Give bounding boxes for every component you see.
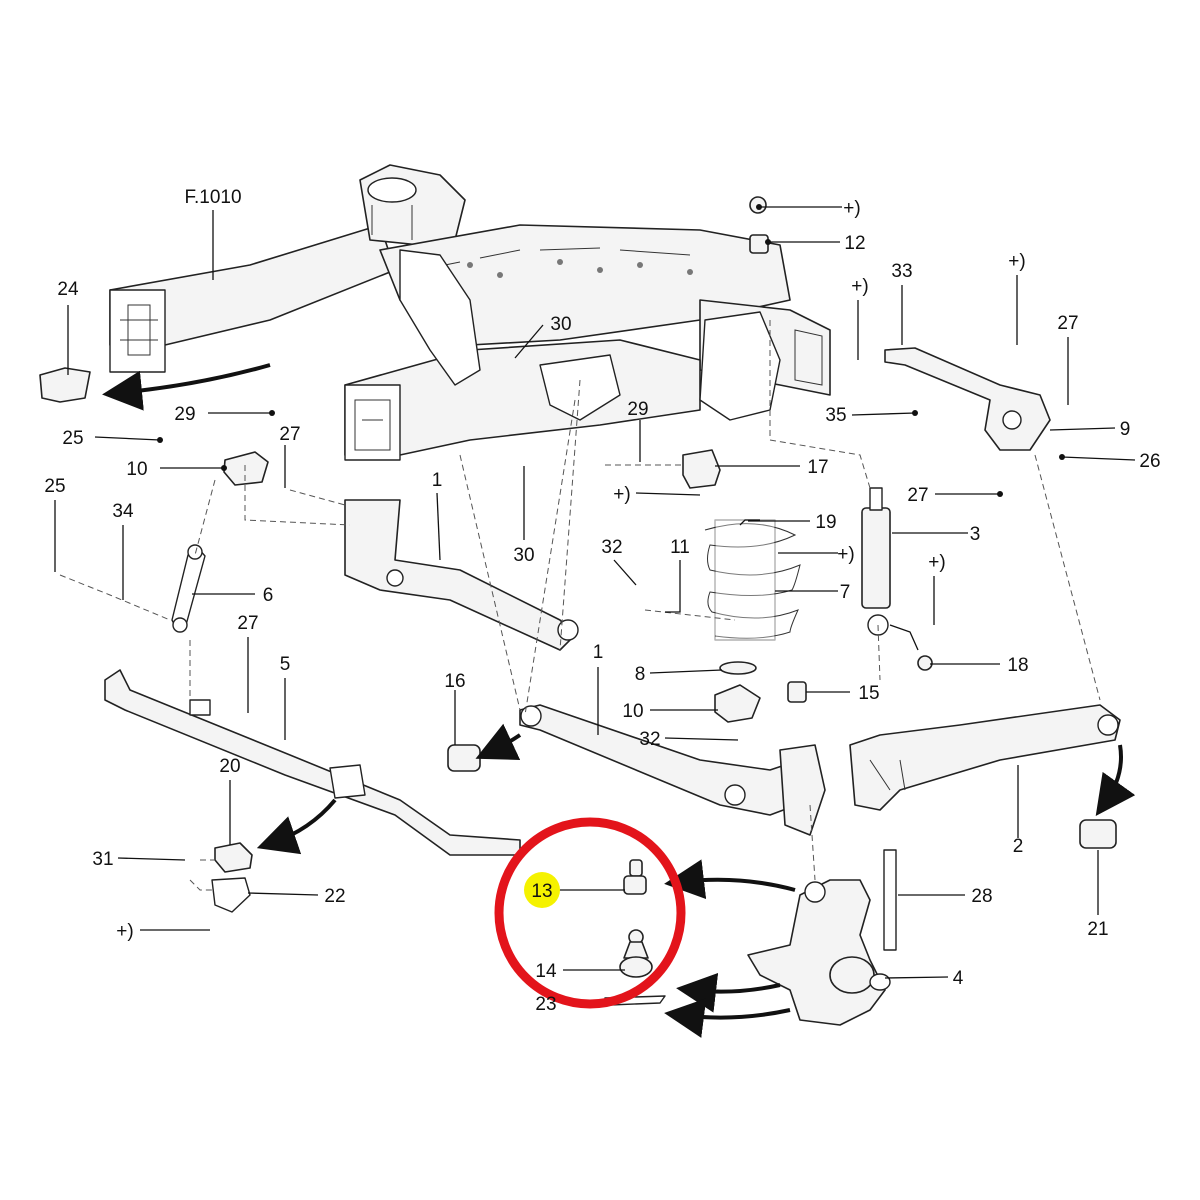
callout-plus-9: +) — [1008, 251, 1025, 272]
mount-bushing-12 — [749, 234, 769, 254]
stabilizer-clamp-20 — [214, 842, 253, 873]
callout-4: 4 — [953, 968, 964, 989]
callout-26: 26 — [1139, 451, 1160, 472]
callout-27-right: 27 — [1057, 313, 1078, 334]
clamp-22 — [211, 877, 251, 913]
callout-28: 28 — [971, 886, 992, 907]
callout-24: 24 — [57, 279, 79, 300]
bushing-16 — [447, 744, 481, 772]
callout-27-shock: 27 — [907, 485, 928, 506]
callout-8: 8 — [635, 664, 646, 685]
callout-10: 10 — [126, 459, 147, 480]
callout-32-lower: 32 — [639, 729, 660, 750]
callout-labels: F.1010 24 29 25 27 10 25 34 6 27 5 20 31… — [44, 187, 1160, 1015]
highlight-marker-13 — [524, 872, 560, 908]
callout-7: 7 — [840, 582, 851, 603]
callout-plus-top: +) — [843, 198, 860, 219]
callout-10-middle: 10 — [622, 701, 643, 722]
callout-22: 22 — [324, 886, 345, 907]
callout-34: 34 — [112, 501, 134, 522]
callout-12: 12 — [844, 233, 865, 254]
bracket-24 — [39, 367, 91, 403]
ball-joint-13 — [623, 859, 647, 895]
callout-23: 23 — [535, 994, 556, 1015]
trailing-arm — [849, 704, 1121, 811]
callout-14: 14 — [535, 961, 557, 982]
callout-33: 33 — [891, 261, 912, 282]
callout-18: 18 — [1007, 655, 1028, 676]
upper-control-arm — [344, 499, 579, 651]
callout-5: 5 — [280, 654, 291, 675]
bolt-28 — [883, 849, 897, 951]
lower-control-arm — [519, 704, 826, 836]
callout-15: 15 — [858, 683, 879, 704]
callout-20: 20 — [219, 756, 240, 777]
callout-6: 6 — [263, 585, 274, 606]
bump-stop-17 — [682, 449, 721, 489]
callout-11: 11 — [670, 537, 690, 558]
callout-32-upper: 32 — [601, 537, 622, 558]
callout-1-upper: 1 — [432, 470, 443, 491]
callout-25-lower: 25 — [44, 476, 65, 497]
callout-30-lower: 30 — [513, 545, 534, 566]
bushing-21 — [1079, 819, 1117, 849]
steering-knuckle — [747, 879, 891, 1026]
leader-lines — [54, 204, 1136, 979]
callout-plus-left: +) — [116, 921, 133, 942]
callout-25: 25 — [62, 428, 83, 449]
frame-reference-label: F.1010 — [184, 187, 241, 208]
callout-29: 29 — [174, 404, 195, 425]
callout-16: 16 — [444, 671, 465, 692]
highlight-circle — [494, 817, 686, 1009]
spring-seat-bracket-10 — [714, 684, 761, 723]
callout-plus-17: +) — [613, 484, 630, 505]
callout-3: 3 — [970, 524, 981, 545]
shock-absorber — [861, 487, 933, 671]
stop-15 — [787, 681, 807, 703]
exploded-view-arrows — [102, 363, 1136, 1038]
callout-27: 27 — [279, 424, 300, 445]
stabilizer-bar — [104, 669, 521, 856]
callout-1-lower: 1 — [593, 642, 604, 663]
callout-13: 13 — [531, 881, 552, 902]
upper-link — [884, 347, 1051, 451]
callout-27-lower: 27 — [237, 613, 258, 634]
callout-plus-33: +) — [851, 276, 868, 297]
callout-9: 9 — [1120, 419, 1131, 440]
callout-30-upper: 30 — [550, 314, 571, 335]
stabilizer-link — [171, 544, 206, 633]
spring-seat-8 — [719, 661, 757, 675]
bracket-10 — [223, 451, 269, 486]
chassis-frame — [109, 164, 831, 461]
ball-joint-14 — [619, 929, 653, 978]
callout-19: 19 — [815, 512, 836, 533]
callout-21: 21 — [1087, 919, 1108, 940]
callout-35: 35 — [825, 405, 846, 426]
callout-2: 2 — [1013, 836, 1024, 857]
callout-plus-shock: +) — [928, 552, 945, 573]
callout-17: 17 — [807, 457, 828, 478]
callout-plus-19: +) — [837, 544, 854, 565]
coil-spring — [704, 519, 801, 641]
assembly-lines — [59, 320, 1101, 891]
callout-31: 31 — [92, 849, 113, 870]
callout-29-middle: 29 — [627, 399, 648, 420]
